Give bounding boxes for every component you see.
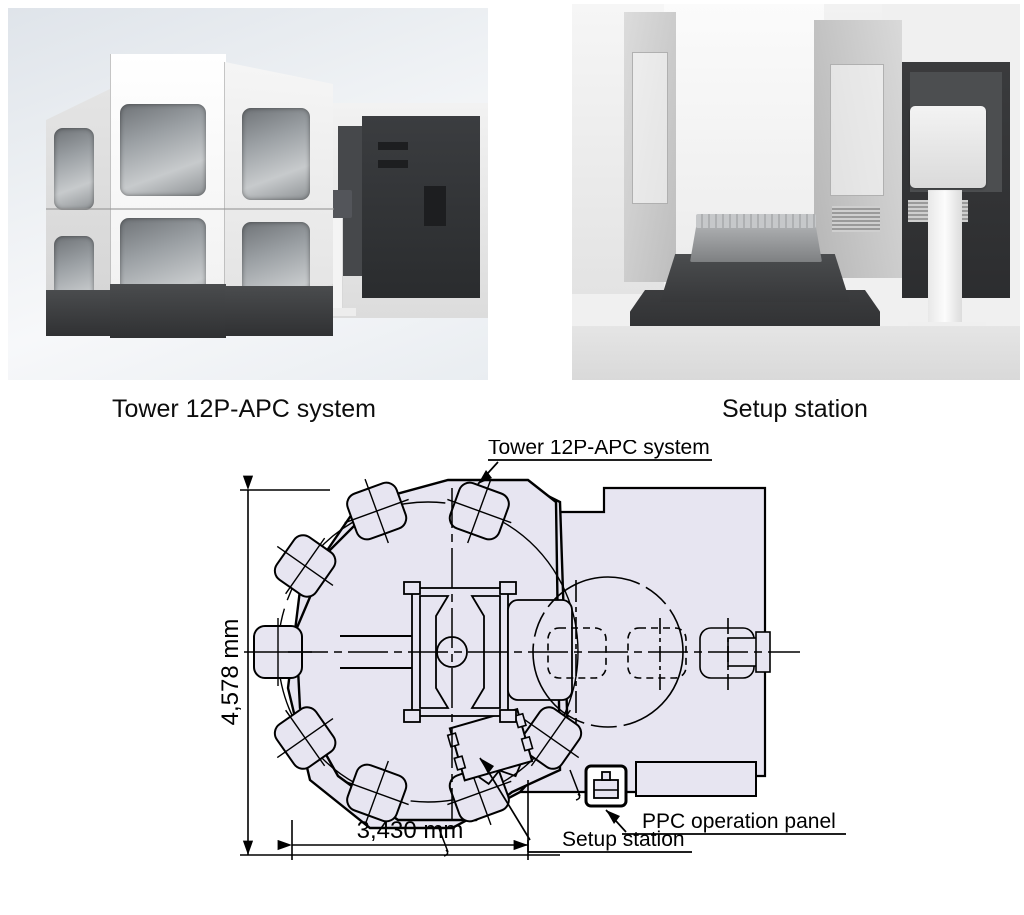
tower-enclosure-graphic [46, 40, 348, 340]
setup-station-detail [446, 707, 534, 786]
photo-ppc-pendant-post [928, 190, 962, 326]
callout-tower-label: Tower 12P-APC system [488, 440, 710, 459]
floor-plan-diagram: 4,578 mm 3,430 mm Tower 12P-APC system P… [0, 440, 1024, 915]
callout-tower [477, 459, 712, 485]
dimension-width-label: 3,430 mm [357, 817, 464, 844]
photo-pendant-foot [318, 308, 356, 316]
tower-12p-apc-photo [8, 8, 488, 380]
machine-body-outline [518, 486, 767, 794]
photo-door-right [814, 20, 902, 278]
callout-setup-label: Setup station [562, 828, 685, 851]
photo-pendant-post [333, 204, 342, 312]
leader-ticks [437, 769, 581, 857]
dimension-height-label: 4,578 mm [217, 619, 244, 726]
setup-station-photo [572, 4, 1020, 380]
pallet-stations [244, 478, 583, 826]
ppc-operation-panel-icon [584, 764, 628, 808]
callout-setup [479, 757, 692, 853]
centre-lines [288, 488, 800, 820]
machine-cabinet-graphic [362, 116, 480, 298]
caption-setup-photo: Setup station [722, 395, 868, 423]
callout-ppc-label: PPC operation panel [642, 810, 836, 833]
caption-tower-photo: Tower 12P-APC system [112, 395, 376, 423]
photo-door-left [624, 12, 676, 282]
photo-ppc-pendant [910, 106, 986, 188]
callout-ppc [605, 809, 846, 835]
machine-lower-block [635, 761, 757, 797]
dimension-height [240, 475, 560, 856]
